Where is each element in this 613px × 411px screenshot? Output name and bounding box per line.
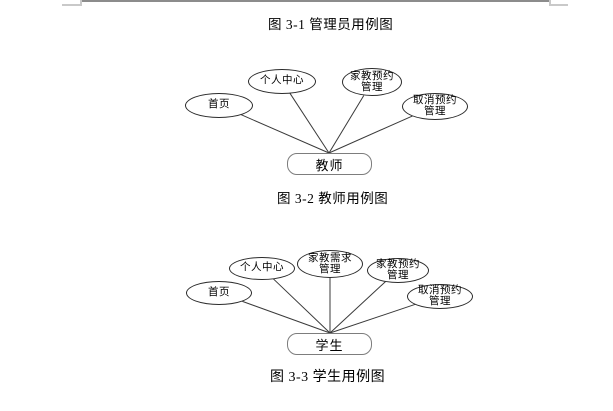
usecase-ellipse: 个人中心 bbox=[248, 68, 316, 94]
usecase-ellipse: 取消预约 管理 bbox=[407, 283, 473, 309]
usecase-ellipse: 首页 bbox=[186, 281, 252, 305]
figure-3-1-caption: 图 3-1 管理员用例图 bbox=[268, 17, 394, 32]
usecase-label: 首页 bbox=[208, 99, 230, 111]
usecase-label: 个人中心 bbox=[240, 262, 284, 274]
usecase-label: 个人中心 bbox=[260, 75, 304, 87]
page-edge-dark-line bbox=[80, 0, 550, 2]
usecase-ellipse: 家教需求 管理 bbox=[297, 250, 363, 278]
page-edge-connector-left bbox=[80, 0, 82, 6]
actor-label: 教师 bbox=[315, 157, 344, 173]
connector-line bbox=[328, 115, 413, 154]
figure-3-2-caption: 图 3-2 教师用例图 bbox=[277, 191, 389, 206]
connector-line bbox=[289, 92, 330, 154]
usecase-ellipse: 个人中心 bbox=[229, 256, 295, 280]
actor-label: 学生 bbox=[315, 337, 344, 353]
usecase-label: 取消预约 管理 bbox=[418, 284, 462, 308]
connector-line bbox=[328, 95, 365, 154]
figure-3-3-caption: 图 3-3 学生用例图 bbox=[270, 370, 386, 385]
connector-line bbox=[329, 303, 416, 334]
student-use-case-diagram-actor-node: 学生 bbox=[287, 333, 372, 355]
page-edge-connector-right bbox=[549, 0, 551, 6]
usecase-label: 家教预约 管理 bbox=[350, 70, 394, 94]
usecase-label: 家教需求 管理 bbox=[308, 252, 352, 276]
connector-line bbox=[272, 278, 331, 334]
page-edge-light-line-left bbox=[62, 4, 81, 6]
connector-line bbox=[329, 281, 386, 334]
usecase-ellipse: 首页 bbox=[185, 92, 253, 118]
usecase-ellipse: 家教预约 管理 bbox=[367, 257, 429, 283]
usecase-ellipse: 取消预约 管理 bbox=[402, 92, 468, 120]
usecase-ellipse: 家教预约 管理 bbox=[342, 68, 402, 96]
connector-line bbox=[242, 300, 331, 334]
connector-line bbox=[240, 114, 330, 154]
usecase-label: 首页 bbox=[208, 287, 230, 299]
usecase-label: 取消预约 管理 bbox=[413, 94, 457, 118]
teacher-use-case-diagram-actor-node: 教师 bbox=[287, 153, 372, 175]
usecase-label: 家教预约 管理 bbox=[376, 258, 420, 282]
page-edge-light-line-right bbox=[549, 4, 568, 6]
